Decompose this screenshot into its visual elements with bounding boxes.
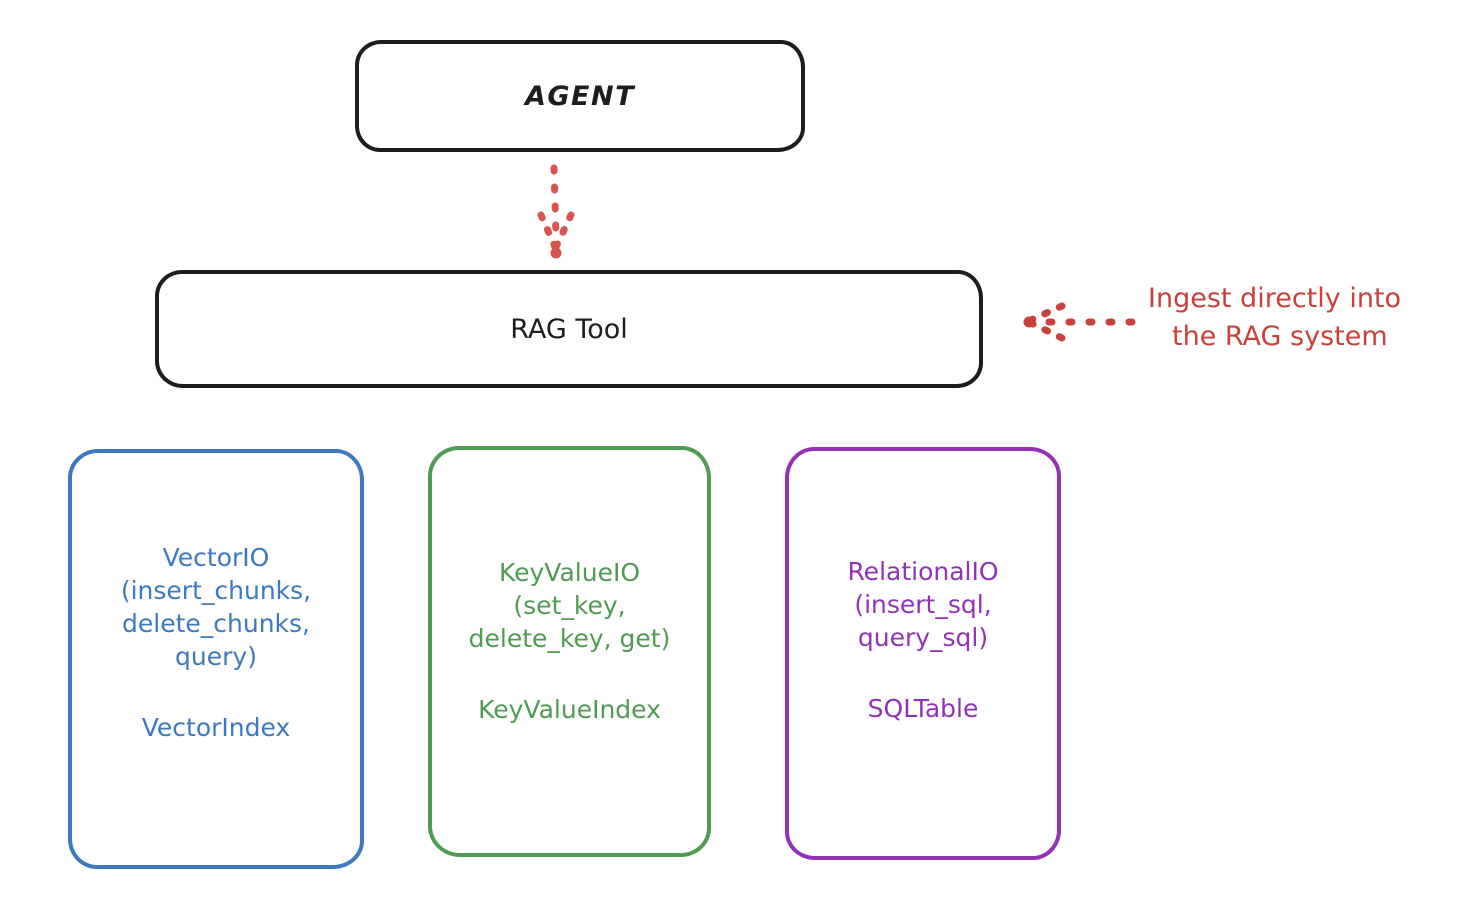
node-vector-io[interactable]: VectorIO (insert_chunks, delete_chunks, …	[68, 449, 364, 869]
annotation-ingest-line-1: Ingest directly into	[1148, 283, 1402, 314]
key-value-index-label: KeyValueIndex	[478, 695, 661, 724]
vector-io-line-3: delete_chunks,	[122, 609, 310, 638]
key-value-io-line-1: KeyValueIO	[498, 558, 641, 587]
vector-io-line-2: (insert_chunks,	[120, 576, 312, 605]
relational-io-line-1: RelationalIO	[847, 557, 999, 586]
vector-index-label: VectorIndex	[141, 713, 291, 742]
node-key-value-io-body: KeyValueIO (set_key, delete_key, get) Ke…	[432, 556, 707, 726]
connector-ingest-to-rag-tool	[1023, 302, 1136, 342]
node-relational-io[interactable]: RelationalIO (insert_sql, query_sql) SQL…	[785, 447, 1061, 860]
key-value-io-line-2: (set_key,	[513, 591, 626, 620]
annotation-ingest-line-2: the RAG system	[1172, 321, 1388, 352]
relational-io-line-3: query_sql)	[857, 623, 989, 652]
node-rag-tool[interactable]: RAG Tool	[155, 270, 983, 388]
node-key-value-io[interactable]: KeyValueIO (set_key, delete_key, get) Ke…	[428, 446, 711, 857]
node-agent[interactable]: AGENT	[355, 40, 805, 152]
node-agent-label: AGENT	[524, 80, 635, 112]
vector-io-line-1: VectorIO	[162, 543, 270, 572]
relational-io-line-2: (insert_sql,	[854, 590, 992, 619]
vector-io-line-4: query)	[175, 642, 257, 671]
connector-agent-to-rag-tool	[537, 164, 575, 259]
node-relational-io-body: RelationalIO (insert_sql, query_sql) SQL…	[789, 555, 1057, 725]
node-vector-io-body: VectorIO (insert_chunks, delete_chunks, …	[72, 541, 360, 744]
sql-table-label: SQLTable	[867, 694, 979, 723]
annotation-ingest: Ingest directly into the RAG system	[1148, 280, 1478, 356]
key-value-io-line-3: delete_key, get)	[468, 624, 671, 653]
node-rag-tool-label: RAG Tool	[510, 313, 628, 345]
